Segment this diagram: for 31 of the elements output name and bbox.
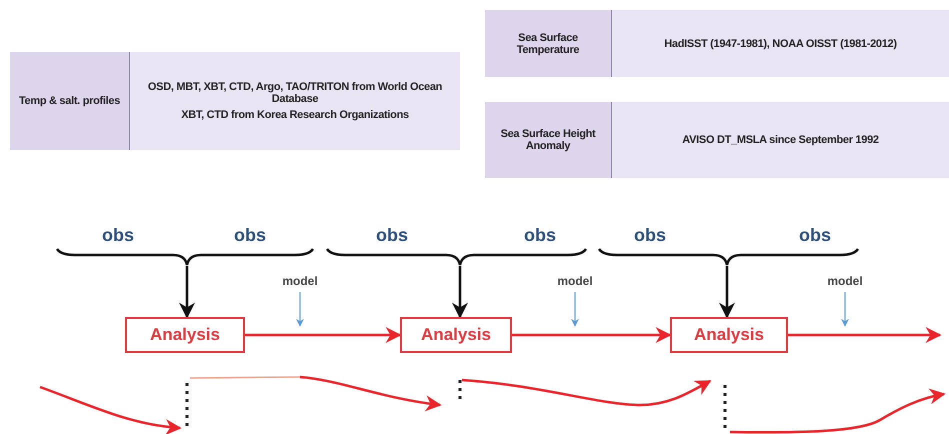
analysis-box: Analysis [125, 317, 245, 353]
data-table [485, 10, 949, 77]
data-table [485, 102, 949, 178]
arrow [296, 292, 304, 327]
model-label: model [281, 274, 319, 288]
obs-label: obs [524, 225, 556, 246]
model-label: model [556, 274, 594, 288]
data-source-text: AVISO DT_MSLA since September 1992 [682, 134, 879, 146]
obs-label: obs [376, 225, 408, 246]
model-label: model [826, 274, 864, 288]
row-header: Sea Surface Temperature [485, 10, 612, 77]
row-header: Sea Surface Height Anomaly [485, 102, 612, 178]
arrow [571, 292, 579, 327]
obs-label: obs [799, 225, 831, 246]
data-source-text: OSD, MBT, XBT, CTD, Argo, TAO/TRITON from World Ocean Database [146, 81, 444, 105]
arrow [788, 327, 942, 343]
arrow [841, 292, 849, 327]
arrow [719, 266, 735, 319]
data-source-text: HadISST (1947-1981), NOAA OISST (1981-2012) [664, 38, 897, 50]
data-table [10, 52, 460, 150]
obs-label: obs [234, 225, 266, 246]
row-header: Temp & salt. profiles [10, 52, 130, 150]
arrow [512, 327, 672, 343]
data-source-text: XBT, CTD from Korea Research Organizations [181, 109, 409, 121]
obs-label: obs [102, 225, 134, 246]
arrow [245, 327, 402, 343]
obs-label: obs [634, 225, 666, 246]
analysis-box: Analysis [400, 317, 512, 353]
arrow [179, 266, 195, 319]
analysis-box: Analysis [670, 317, 788, 353]
arrow [452, 266, 468, 319]
